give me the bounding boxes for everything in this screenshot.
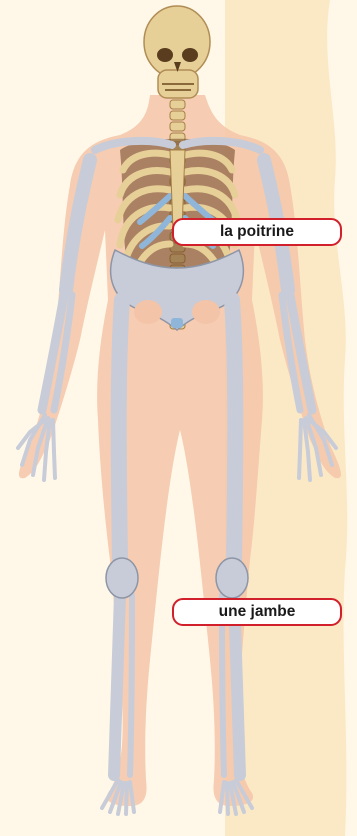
label-chest: la poitrine — [172, 218, 342, 246]
label-leg: une jambe — [172, 598, 342, 626]
